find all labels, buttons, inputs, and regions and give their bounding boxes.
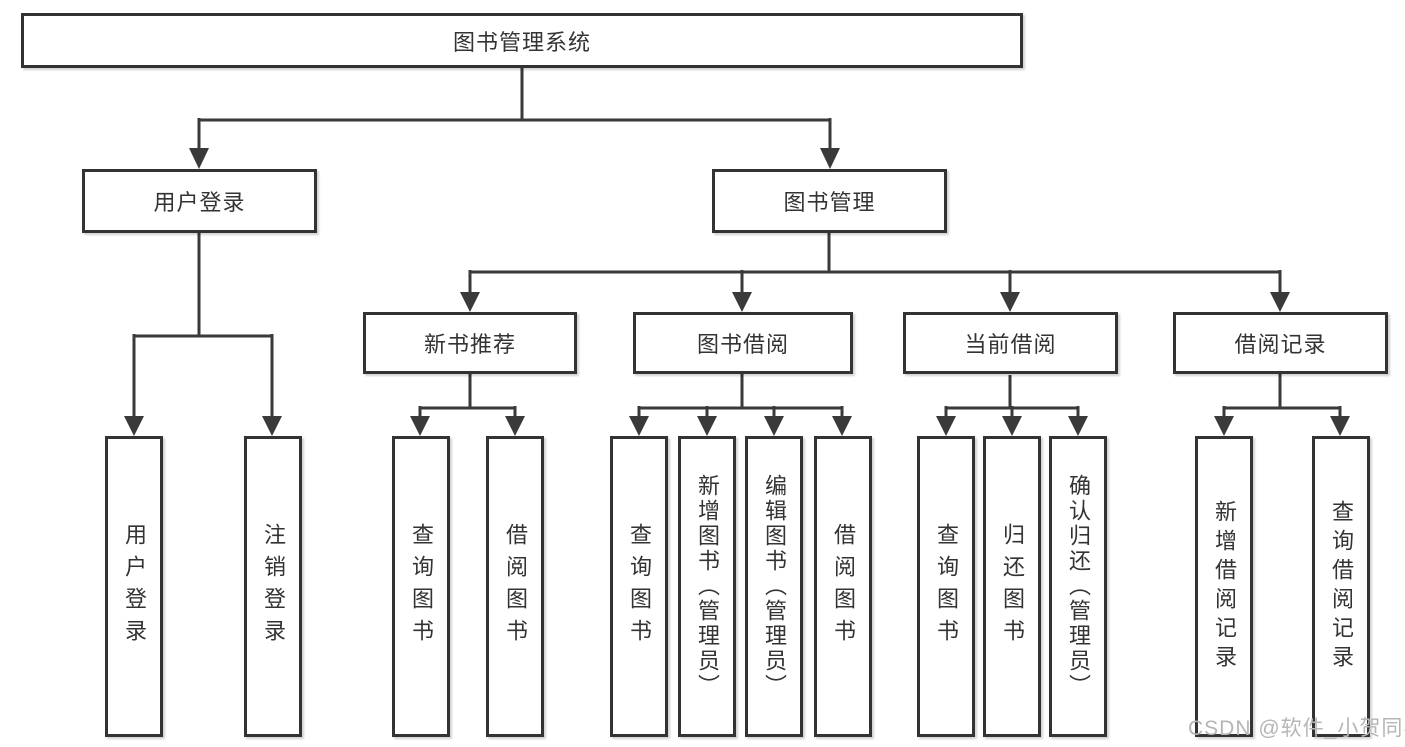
leaf-borrow-books-recommend: 借阅图书 <box>486 436 544 737</box>
node-borrow-records: 借阅记录 <box>1173 312 1388 374</box>
node-user-login: 用户登录 <box>82 169 317 233</box>
leaf-add-borrow-record: 新增借阅记录 <box>1195 436 1253 737</box>
leaf-return-books: 归还图书 <box>983 436 1041 737</box>
leaf-query-books-recommend: 查询图书 <box>392 436 450 737</box>
leaf-confirm-return-admin: 确认归还（管理员） <box>1049 436 1107 737</box>
node-new-book-recommend: 新书推荐 <box>363 312 577 374</box>
csdn-watermark: CSDN @软件_小贺同学 <box>1188 717 1405 740</box>
leaf-query-borrow-record: 查询借阅记录 <box>1312 436 1370 737</box>
node-current-borrow: 当前借阅 <box>903 312 1118 374</box>
leaf-query-books-borrow: 查询图书 <box>610 436 668 737</box>
node-library-system: 图书管理系统 <box>21 13 1023 68</box>
leaf-edit-books-admin: 编辑图书（管理员） <box>745 436 803 737</box>
leaf-user-login: 用户登录 <box>105 436 163 737</box>
node-book-borrow: 图书借阅 <box>633 312 853 374</box>
leaf-logout: 注销登录 <box>244 436 302 737</box>
node-book-management: 图书管理 <box>712 169 947 233</box>
leaf-query-books-current: 查询图书 <box>917 436 975 737</box>
leaf-add-books-admin: 新增图书（管理员） <box>678 436 736 737</box>
leaf-borrow-books: 借阅图书 <box>814 436 872 737</box>
